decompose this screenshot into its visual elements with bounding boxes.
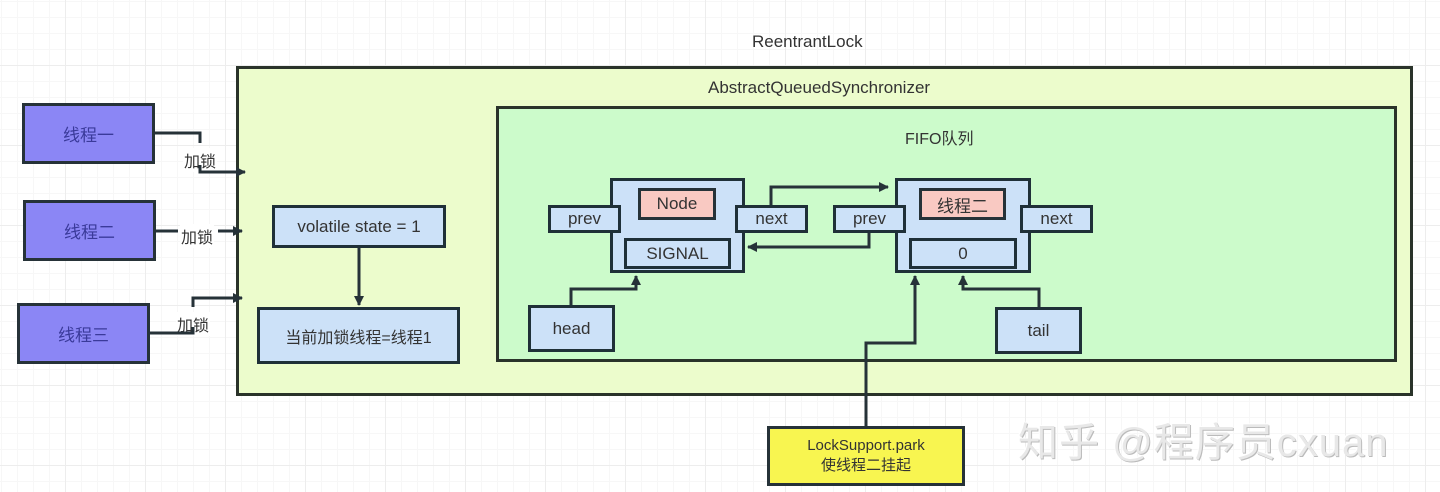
node1-next-box[interactable]: next [735,205,808,233]
fifo-queue-label: FIFO队列 [905,131,974,148]
park-note-line1: LockSupport.park [807,437,925,454]
volatile-state-box[interactable]: volatile state = 1 [272,205,446,248]
reentrantlock-title: ReentrantLock [752,32,863,51]
node2-name-label: 线程二 [937,196,988,216]
thread-two-label: 线程二 [64,223,115,242]
lock-support-park-note[interactable]: LockSupport.park 使线程二挂起 [767,426,965,486]
lock-owner-box[interactable]: 当前加锁线程=线程1 [257,307,460,364]
park-note-line2: 使线程二挂起 [820,457,911,474]
watermark: 知乎 @程序员cxuan [1018,421,1389,465]
thread-one-box[interactable]: 线程一 [22,103,155,164]
tail-pointer-box[interactable]: tail [995,307,1082,354]
thread-three-label: 线程三 [58,326,109,345]
node2-prev-box[interactable]: prev [833,205,906,233]
thread-one-lock-label: 加锁 [183,148,218,172]
thread-two-lock-label: 加锁 [180,224,215,248]
tail-pointer-label: tail [1027,320,1050,340]
node2-name-box[interactable]: 线程二 [919,188,1006,220]
node2-next-label: next [1040,209,1073,228]
node2-next-box[interactable]: next [1020,205,1093,233]
node1-name-box[interactable]: Node [638,188,716,220]
node2-status-label: 0 [958,243,968,263]
thread-two-box[interactable]: 线程二 [23,200,156,261]
aqs-label: AbstractQueuedSynchronizer [708,78,931,97]
lock-owner-label: 当前加锁线程=线程1 [285,329,432,347]
thread-one-label: 线程一 [63,126,114,145]
thread-three-lock-label: 加锁 [176,312,211,336]
node2-prev-label: prev [852,209,887,228]
thread-three-box[interactable]: 线程三 [17,303,150,364]
node1-status-box[interactable]: SIGNAL [624,238,731,269]
node1-name-label: Node [656,194,698,213]
node1-prev-label: prev [567,209,602,228]
volatile-state-label: volatile state = 1 [297,216,421,236]
head-pointer-label: head [552,318,591,338]
node2-status-box[interactable]: 0 [909,238,1017,269]
node1-status-label: SIGNAL [646,243,709,263]
node1-prev-box[interactable]: prev [548,205,621,233]
node1-next-label: next [755,209,788,228]
head-pointer-box[interactable]: head [528,305,615,352]
